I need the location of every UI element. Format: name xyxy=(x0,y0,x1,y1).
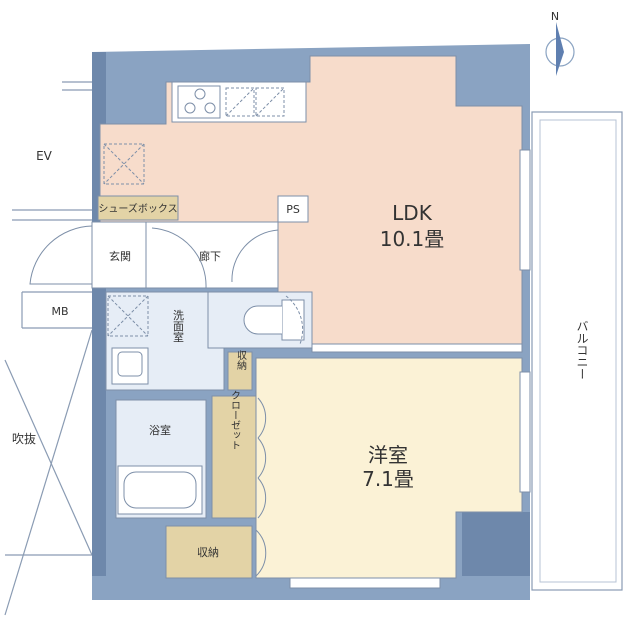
western-room-size: 7.1畳 xyxy=(362,467,414,491)
storage-small-label: 収納 xyxy=(235,350,247,371)
entrance-door-swing xyxy=(29,225,93,285)
compass-north-label: N xyxy=(551,10,559,23)
windows xyxy=(289,149,531,589)
shoe-box xyxy=(97,195,179,221)
western-room xyxy=(255,357,523,579)
north-compass: N xyxy=(545,10,575,76)
ps-shaft xyxy=(277,195,309,223)
ldk-size: 10.1畳 xyxy=(380,227,445,251)
fridge-space xyxy=(103,143,145,185)
ldk-door-swing xyxy=(231,229,279,283)
exterior-lines xyxy=(4,81,93,616)
entrance-area xyxy=(91,221,147,289)
ev-label: EV xyxy=(36,149,53,163)
mb-label: MB xyxy=(51,305,68,318)
balcony xyxy=(531,111,623,591)
closet-label: クローゼット xyxy=(229,390,241,450)
western-room-name: 洋室 xyxy=(368,443,408,467)
washing-machine-space xyxy=(107,295,149,337)
toilet xyxy=(243,299,305,341)
fukinuke-label: 吹抜 xyxy=(12,432,36,446)
toilet-door-swing xyxy=(285,295,304,345)
washbasin xyxy=(111,347,149,385)
yokushitsu-label: 浴室 xyxy=(149,423,171,437)
storage-small xyxy=(227,351,253,391)
rouka-label: 廊下 xyxy=(199,249,221,263)
storage-bottom xyxy=(165,525,253,579)
ps-label: PS xyxy=(286,203,300,216)
kitchen-counter xyxy=(171,81,307,123)
closet-door-swings xyxy=(257,397,267,519)
shoe-box-label: シューズボックス xyxy=(98,202,177,215)
genkan-label: 玄関 xyxy=(109,249,131,263)
storage-bottom-label: 収納 xyxy=(197,546,219,559)
bathtub xyxy=(117,465,203,515)
senmenshitsu-label: 洗面室 xyxy=(172,309,185,342)
corridor-door-swing xyxy=(151,227,207,289)
closet xyxy=(211,395,257,519)
ldk-name: LDK xyxy=(392,201,433,225)
corridor xyxy=(145,221,279,289)
balcony-label: バルコニー xyxy=(575,320,589,380)
storage-bottom-door-swing xyxy=(255,529,267,577)
